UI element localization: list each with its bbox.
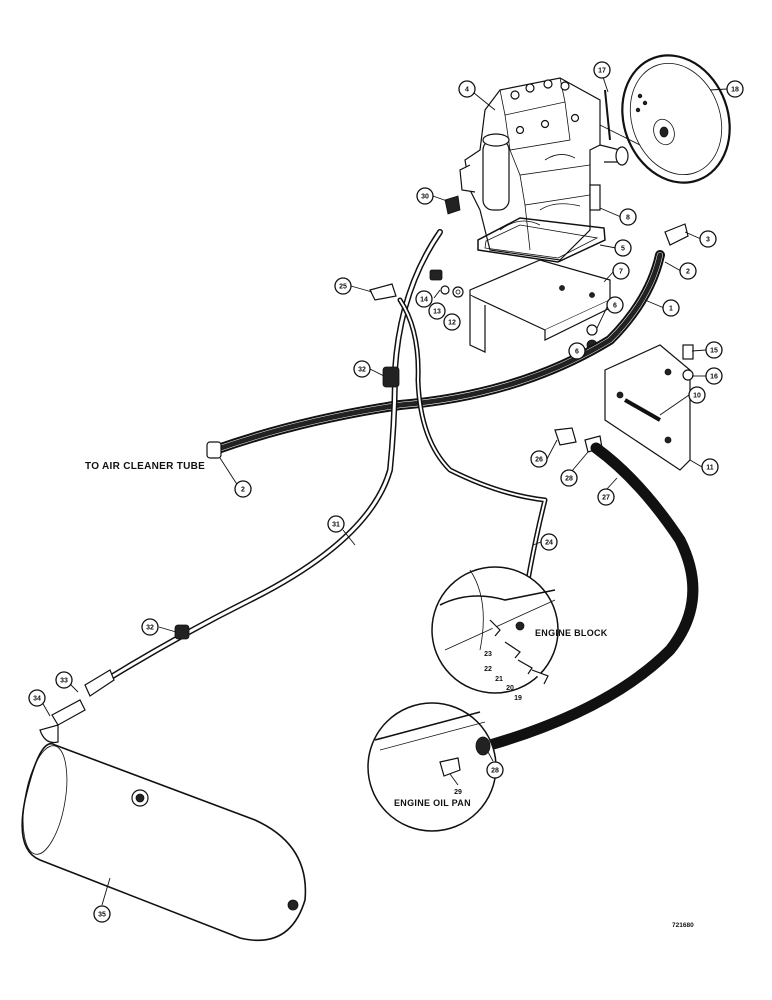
callout-19: 19 [514,695,522,702]
air-cleaner-label: TO AIR CLEANER TUBE [85,461,205,472]
callout-label: 8 [626,215,630,222]
callout-6-lower: 6 [568,342,586,360]
callout-3: 3 [699,230,717,248]
callout-label: 30 [421,194,429,201]
callout-35: 35 [93,905,111,923]
engine-oil-pan-label: ENGINE OIL PAN [394,798,471,808]
callout-32-lower: 32 [141,618,159,636]
callout-13: 13 [428,302,446,320]
callout-15: 15 [705,341,723,359]
callout-label: 31 [332,522,340,529]
callout-label: 15 [710,348,718,355]
callout-label: 4 [465,87,469,94]
hoses [39,229,699,751]
figure-number: 721680 [672,922,694,929]
callout-label: 34 [33,696,41,703]
callout-28-upper: 28 [560,469,578,487]
callout-27: 27 [597,488,615,506]
callout-label: 18 [731,87,739,94]
callout-28-lower: 28 [486,761,504,779]
callout-11: 11 [701,458,719,476]
support-plate [604,344,691,471]
callout-12: 12 [443,313,461,331]
callout-22: 22 [484,666,492,673]
callout-17: 17 [593,61,611,79]
callout-label: 17 [598,68,606,75]
engine-block-inset [431,566,559,694]
callout-29: 29 [454,789,462,796]
callout-23: 23 [484,651,492,658]
callout-5: 5 [614,239,632,257]
callout-25: 25 [334,277,352,295]
callout-21: 21 [495,676,503,683]
callout-label: 26 [535,457,543,464]
callouts: 4 17 18 30 8 3 5 2 7 25 14 13 12 1 6 6 1… [28,61,744,923]
callout-24: 24 [540,533,558,551]
callout-label: 28 [565,476,573,483]
callout-label: 6 [613,303,617,310]
callout-label: 33 [60,678,68,685]
callout-label: 6 [575,349,579,356]
engine-oil-pan-inset [367,702,497,832]
callout-10: 10 [688,386,706,404]
callout-4: 4 [458,80,476,98]
callout-label: 27 [602,495,610,502]
callout-30: 30 [416,187,434,205]
callout-18: 18 [726,80,744,98]
callout-label: 5 [621,246,625,253]
callout-20: 20 [506,685,514,692]
air-compressor [459,77,641,261]
callout-14: 14 [415,290,433,308]
callout-16: 16 [705,367,723,385]
callout-label: 12 [448,320,456,327]
engine-block-label: ENGINE BLOCK [535,628,608,638]
callout-label: 3 [706,237,710,244]
callout-2-lower: 2 [234,480,252,498]
callout-2-top: 2 [679,262,697,280]
callout-33: 33 [55,671,73,689]
compressor-pulley [621,54,731,184]
callout-31: 31 [327,515,345,533]
callout-26: 26 [530,450,548,468]
callout-label: 2 [241,487,245,494]
callout-8: 8 [619,208,637,226]
callout-label: 24 [545,540,553,547]
callout-7: 7 [612,262,630,280]
air-reservoir-tank [21,742,307,942]
callout-label: 14 [420,297,428,304]
mounting-bracket [469,259,611,353]
callout-label: 13 [433,309,441,316]
callout-label: 7 [619,269,623,276]
callout-34: 34 [28,689,46,707]
callout-label: 32 [358,367,366,374]
callout-32-upper: 32 [353,360,371,378]
callout-label: 11 [706,465,714,472]
compressor-gasket [477,217,606,263]
callout-label: 16 [710,374,718,381]
callout-1: 1 [662,299,680,317]
callout-label: 25 [339,284,347,291]
callout-label: 10 [693,393,701,400]
callout-label: 32 [146,625,154,632]
callout-label: 35 [98,912,106,919]
callout-label: 1 [669,306,673,313]
callout-label: 2 [686,269,690,276]
callout-label: 28 [491,768,499,775]
callout-6-upper: 6 [606,296,624,314]
